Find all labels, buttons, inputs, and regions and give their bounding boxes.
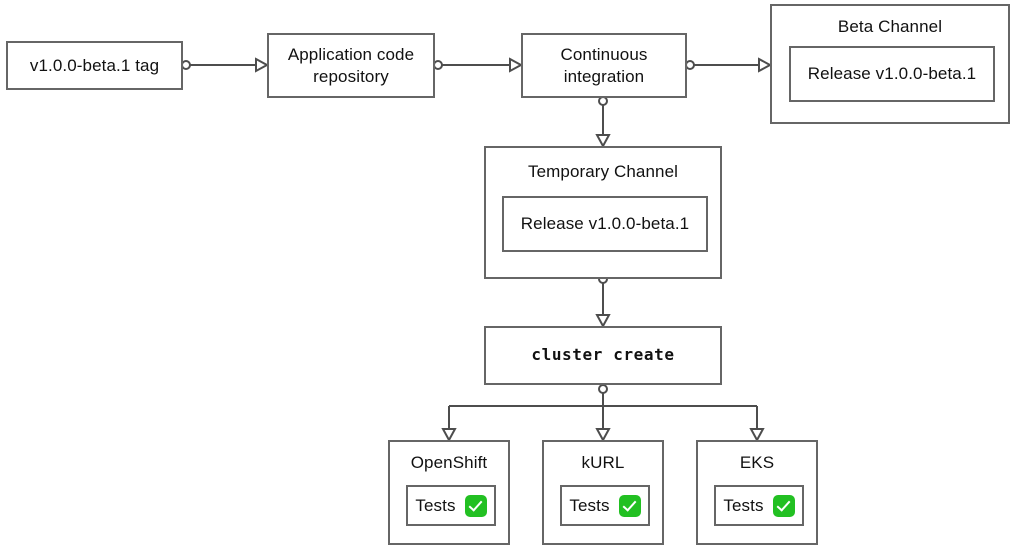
openshift-tests-label: Tests: [415, 495, 456, 515]
eks-tests-box[interactable]: Tests: [714, 485, 804, 526]
group-beta-channel-title: Beta Channel: [837, 17, 943, 36]
node-ci-label: Continuous integration: [560, 44, 648, 86]
group-kurl[interactable]: kURL Tests: [542, 440, 664, 545]
node-cluster-create[interactable]: cluster create: [484, 326, 722, 385]
node-repo-label: Application code repository: [287, 44, 415, 86]
temporary-channel-release-box[interactable]: Release v1.0.0-beta.1: [502, 196, 708, 252]
openshift-tests-box[interactable]: Tests: [406, 485, 496, 526]
eks-tests-label: Tests: [723, 495, 764, 515]
openshift-tests-row: Tests: [415, 494, 487, 517]
edge-ci-to-beta-channel: [685, 57, 773, 73]
group-beta-channel[interactable]: Beta Channel Release v1.0.0-beta.1: [770, 4, 1010, 124]
node-continuous-integration[interactable]: Continuous integration: [521, 33, 687, 98]
group-temporary-channel[interactable]: Temporary Channel Release v1.0.0-beta.1: [484, 146, 722, 279]
beta-channel-release-label: Release v1.0.0-beta.1: [807, 64, 977, 83]
group-openshift-title: OpenShift: [410, 453, 488, 472]
temporary-channel-release-label: Release v1.0.0-beta.1: [520, 214, 690, 233]
group-kurl-title: kURL: [581, 453, 625, 472]
node-tag-label: v1.0.0-beta.1 tag: [29, 55, 160, 75]
beta-channel-release-box[interactable]: Release v1.0.0-beta.1: [789, 46, 995, 102]
green-check-icon: [464, 494, 487, 517]
edge-ci-to-temporary-channel: [595, 96, 611, 149]
node-application-code-repository[interactable]: Application code repository: [267, 33, 435, 98]
group-eks-title: EKS: [739, 453, 775, 472]
edge-temporary-channel-to-cluster-create: [595, 274, 611, 329]
group-eks[interactable]: EKS Tests: [696, 440, 818, 545]
eks-tests-row: Tests: [723, 494, 795, 517]
edge-repo-to-ci: [433, 57, 524, 73]
group-openshift[interactable]: OpenShift Tests: [388, 440, 510, 545]
node-cluster-create-label: cluster create: [531, 345, 675, 365]
node-tag[interactable]: v1.0.0-beta.1 tag: [6, 41, 183, 90]
green-check-icon: [772, 494, 795, 517]
kurl-tests-row: Tests: [569, 494, 641, 517]
green-check-icon: [618, 494, 641, 517]
group-temporary-channel-title: Temporary Channel: [527, 162, 679, 181]
kurl-tests-box[interactable]: Tests: [560, 485, 650, 526]
edge-tag-to-repo: [181, 57, 270, 73]
kurl-tests-label: Tests: [569, 495, 610, 515]
edge-cluster-create-to-platforms: [441, 384, 765, 443]
